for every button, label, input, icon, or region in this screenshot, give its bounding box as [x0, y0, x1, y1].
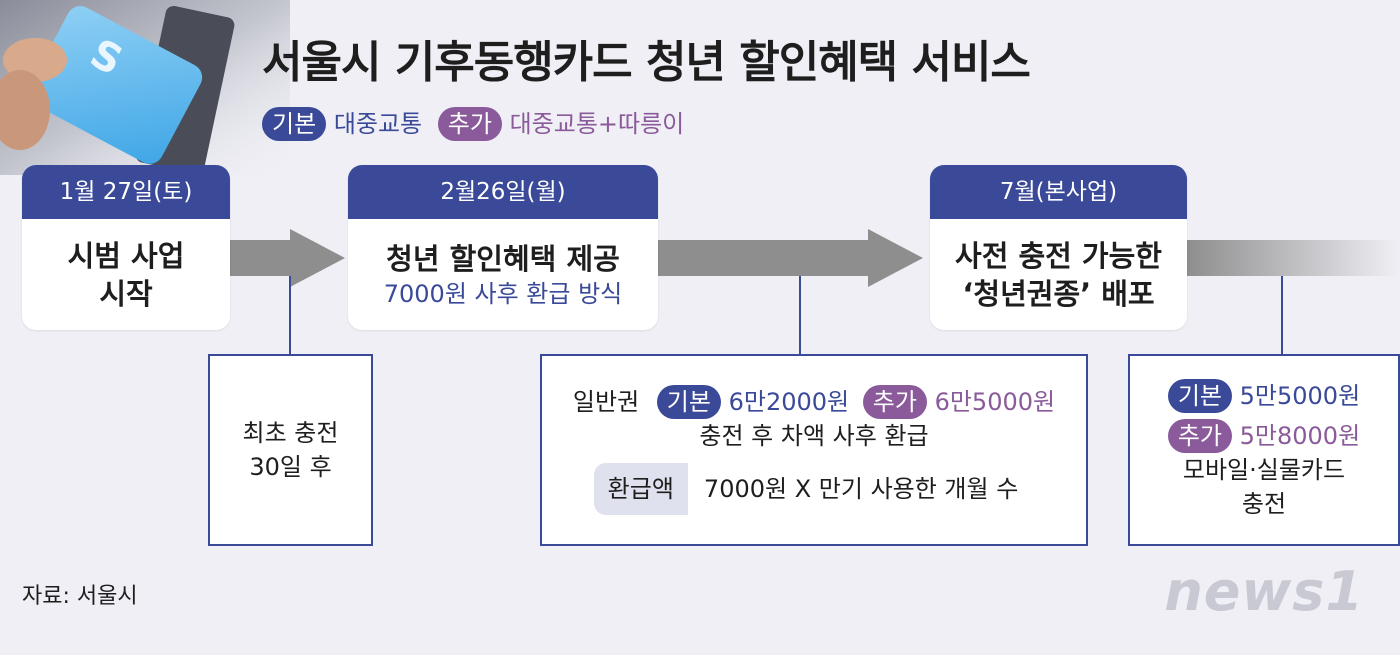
basic-tag: 기본	[1167, 379, 1232, 413]
formula-value: 7000원 X 만기 사용한 개월 수	[687, 463, 1035, 515]
stage-2-sub: 7000원 사후 환급 방식	[383, 279, 623, 308]
stage-3-line2: ‘청년권종’ 배포	[962, 276, 1155, 311]
basic-tag: 기본	[656, 385, 721, 419]
arrow-2	[658, 229, 923, 287]
detail-first-charge: 최초 충전 30일 후	[208, 354, 373, 546]
news1-logo: news1	[1164, 560, 1364, 623]
stage-1: 1월 27일(토) 시범 사업 시작	[22, 165, 230, 330]
stage-2: 2월26일(월) 청년 할인혜택 제공 7000원 사후 환급 방식	[348, 165, 658, 330]
extra-amount: 6만5000원	[934, 388, 1056, 416]
stage-1-line1: 시범 사업	[67, 238, 185, 273]
page-title: 서울시 기후동행카드 청년 할인혜택 서비스	[262, 37, 1031, 88]
detail-refund: 일반권 기본 6만2000원 추가 6만5000원 충전 후 차액 사후 환급 …	[540, 354, 1088, 546]
detail-2-line2: 충전 후 차액 사후 환급	[699, 422, 929, 450]
general-pass-label: 일반권	[572, 388, 640, 416]
extra-tag: 추가	[1167, 419, 1232, 453]
extra-amount: 5만8000원	[1239, 422, 1361, 450]
detail-youth-pass: 기본 5만5000원 추가 5만8000원 모바일·실물카드 충전	[1128, 354, 1400, 546]
arrow-3-fade	[1187, 240, 1400, 276]
stage-3-line1: 사전 충전 가능한	[955, 238, 1162, 273]
basic-amount: 5만5000원	[1239, 382, 1361, 410]
stage-2-date: 2월26일(월)	[348, 165, 658, 219]
stage-3: 7월(본사업) 사전 충전 가능한 ‘청년권종’ 배포	[930, 165, 1187, 330]
extra-tag: 추가	[862, 385, 927, 419]
basic-amount: 6만2000원	[728, 388, 850, 416]
extra-tag: 추가	[437, 107, 502, 141]
stage-3-date: 7월(본사업)	[930, 165, 1187, 219]
legend: 기본 대중교통 추가 대중교통+따릉이	[262, 104, 684, 141]
transit-card-photo: S	[0, 0, 290, 175]
detail-2-row1: 일반권 기본 6만2000원 추가 6만5000원	[573, 385, 1055, 419]
source-note: 자료: 서울시	[22, 584, 138, 609]
formula-label: 환급액	[593, 463, 688, 515]
basic-tag: 기본	[262, 107, 327, 141]
detail-3-line4: 충전	[1241, 490, 1287, 518]
stage-2-line1: 청년 할인혜택 제공	[386, 241, 620, 276]
refund-formula: 환급액 7000원 X 만기 사용한 개월 수	[593, 463, 1035, 515]
arrow-1	[230, 229, 345, 287]
stage-1-line2: 시작	[99, 276, 153, 311]
detail-1-line2: 30일 후	[249, 453, 332, 481]
detail-3-row2: 추가 5만8000원	[1167, 419, 1361, 453]
detail-1-line1: 최초 충전	[242, 419, 339, 447]
basic-legend-text: 대중교통	[333, 110, 423, 138]
detail-3-line3: 모바일·실물카드	[1182, 456, 1346, 484]
detail-3-row1: 기본 5만5000원	[1167, 379, 1361, 413]
extra-legend-text: 대중교통+따릉이	[509, 110, 685, 138]
stage-1-date: 1월 27일(토)	[22, 165, 230, 219]
